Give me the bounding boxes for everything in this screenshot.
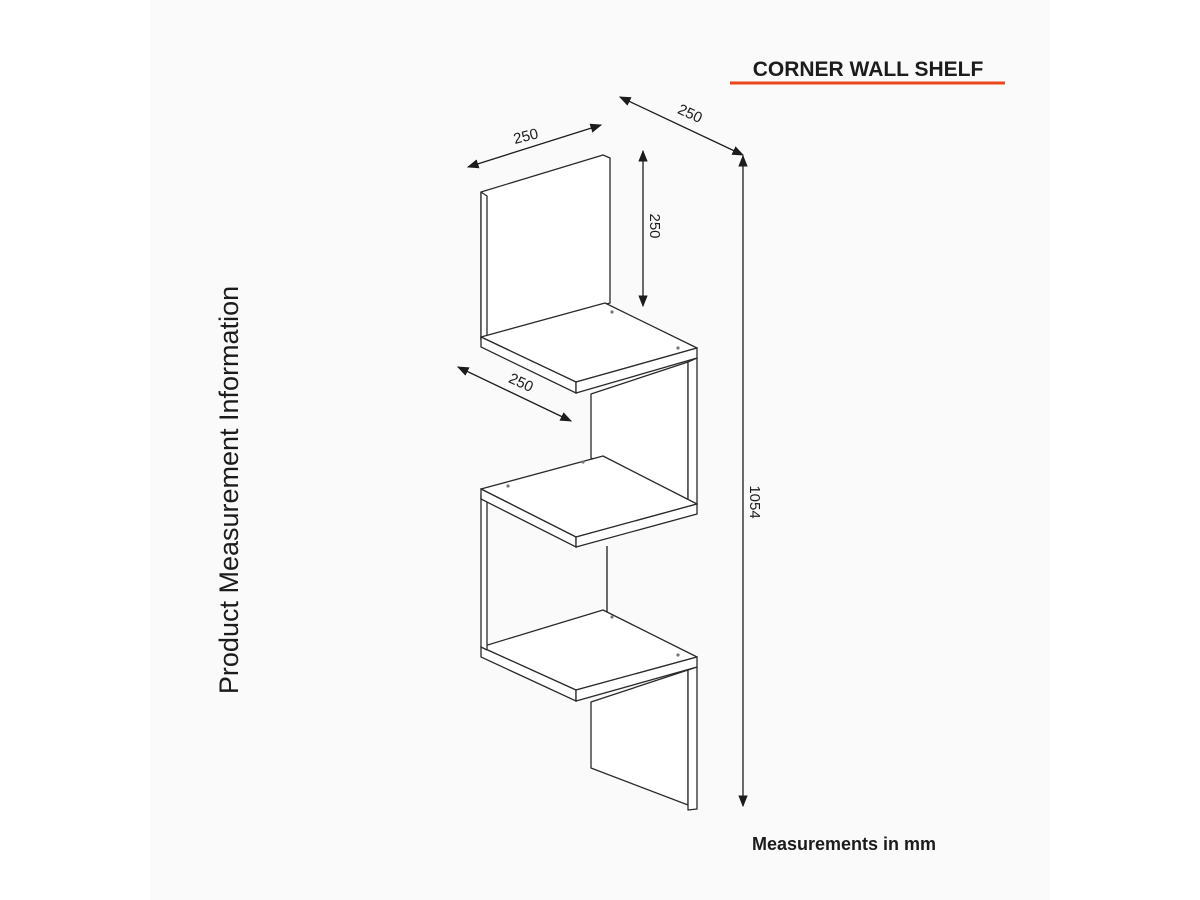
dim-top-depth-label: 250 [675, 101, 705, 127]
shelf-unit [480, 154, 698, 811]
screw-3b [676, 653, 680, 657]
dim-total-height-label: 1054 [746, 485, 763, 518]
top-back-panel-edge [480, 191, 488, 341]
screw-3a [610, 615, 614, 619]
footnote: Measurements in mm [752, 834, 936, 854]
screw-2b [581, 460, 585, 464]
bottom-side-panel-edge [687, 666, 698, 811]
dim-panel-height-label: 250 [646, 213, 663, 238]
shelf-3-back-panel [480, 494, 488, 651]
screw-1b [676, 346, 680, 350]
shelf-3-side-edge [575, 656, 698, 702]
middle-side-panel-edge [687, 357, 698, 506]
screw-2a [506, 484, 510, 488]
dim-top-width-label: 250 [512, 125, 540, 148]
dimension-top-depth: 250 [618, 96, 745, 156]
title: CORNER WALL SHELF [753, 58, 984, 81]
dimension-panel-height: 250 [638, 149, 663, 308]
dimension-total-height: 1054 [738, 154, 763, 808]
side-label: Product Measurement Information [214, 286, 244, 694]
shelf-2-side-edge [575, 503, 698, 548]
shelf-1-side-edge [575, 347, 698, 394]
screw-1a [610, 310, 614, 314]
dimension-top-width: 250 [466, 123, 603, 169]
